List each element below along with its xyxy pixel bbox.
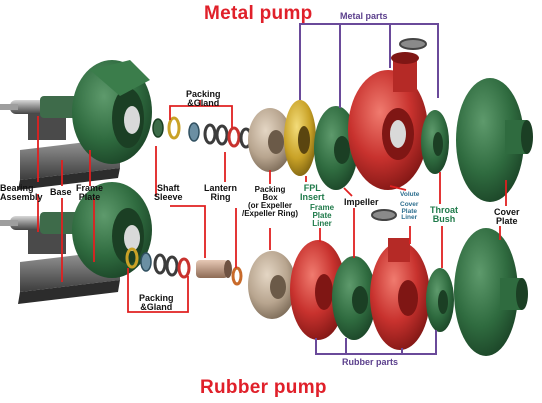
- label-frame-plate: Frame Plate: [76, 183, 104, 202]
- fpl-insert: [284, 100, 316, 176]
- label-packing-box: Packing Box (or Expeller /Expeller Ring): [242, 185, 299, 218]
- label-lantern-ring: Lantern Ring: [204, 183, 238, 202]
- cover-plate-bottom: [454, 228, 528, 356]
- label-packing-gland-bottom: Packing &Gland: [139, 293, 174, 312]
- metal-parts-bracket: [299, 23, 439, 108]
- throat-bush-bottom: [426, 268, 454, 332]
- metal-parts-label: Metal parts: [340, 11, 388, 21]
- metal-pump-title: Metal pump: [204, 3, 313, 24]
- label-cover-plate: Cover Plate: [494, 207, 520, 226]
- label-shaft-sleeve: Shaft Sleeve: [154, 183, 183, 202]
- packing-box-top: [248, 108, 292, 172]
- label-cover-plate-liner: Cover Plate Liner: [400, 201, 419, 221]
- lantern-ring: [231, 266, 243, 286]
- loose-seal-ring-bottom: [371, 209, 397, 221]
- throat-bush-top: [421, 110, 449, 174]
- label-volute: Volute: [400, 191, 420, 198]
- rubber-parts-bracket: [315, 330, 437, 355]
- label-impeller: Impeller: [344, 197, 379, 207]
- label-fpl-insert: FPL Insert: [300, 183, 325, 202]
- cover-plate-liner: [370, 238, 430, 350]
- shaft-sleeve: [196, 260, 232, 278]
- label-frame-plate-liner: Frame Plate Liner: [310, 203, 335, 228]
- frame-plate-top: [72, 60, 152, 164]
- discharge-seal-ring: [399, 38, 427, 50]
- rubber-parts-label: Rubber parts: [342, 357, 399, 367]
- label-bearing-assembly: Bearing Assembly: [0, 183, 43, 202]
- impeller-bottom: [332, 256, 376, 340]
- volute-top: [348, 52, 428, 190]
- label-throat-bush: Throat Bush: [430, 205, 458, 224]
- rubber-pump-title: Rubber pump: [200, 377, 327, 398]
- rubber-pump-assembly: [0, 182, 528, 356]
- label-base: Base: [50, 187, 72, 197]
- packing-box-bottom: [248, 251, 296, 319]
- cover-plate-top: [456, 78, 533, 202]
- frame-plate-liner: [290, 240, 346, 340]
- pointer-lines: [37, 100, 507, 313]
- packing-gland-bottom-rings: [125, 247, 191, 279]
- label-packing-gland-top: Packing &Gland: [186, 89, 221, 108]
- packing-gland-top-rings: [152, 116, 253, 149]
- impeller-top: [314, 106, 358, 190]
- metal-pump-assembly: [0, 38, 533, 202]
